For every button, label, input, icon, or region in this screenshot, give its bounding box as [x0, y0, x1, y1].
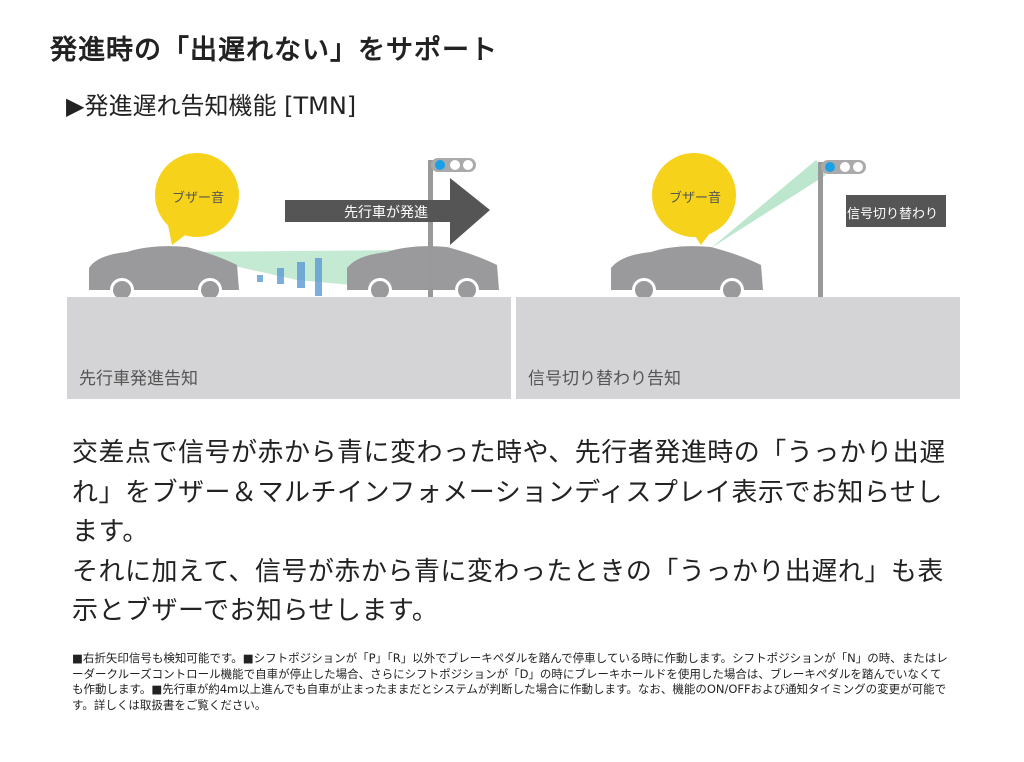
- sign-label: 先行車が発進: [344, 205, 428, 221]
- signal-pole: [818, 162, 823, 297]
- leading-car-icon: [347, 246, 499, 300]
- description-paragraph: それに加えて、信号が赤から青に変わったときの「うっかり出遅れ」も表示とブザーでお…: [72, 556, 944, 627]
- camera-beam: [711, 160, 826, 248]
- sign-label: 信号切り替わり: [847, 207, 939, 222]
- own-car-icon: [89, 246, 239, 300]
- leading-car-illustration: [89, 153, 499, 300]
- sign-box: [846, 195, 946, 227]
- buzzer-label: ブザー音: [669, 191, 722, 206]
- radar-waves: [257, 258, 322, 296]
- buzzer-bubble: [652, 153, 736, 237]
- sign-arrow-body: [285, 200, 450, 222]
- signal-change-illustration: [611, 153, 946, 300]
- page-title: 発進時の「出遅れない」をサポート: [50, 35, 498, 66]
- description: 交差点で信号が赤から青に変わった時や、先行者発進時の「うっかり出遅れ」をブザー＆…: [72, 434, 952, 632]
- buzzer-bubble: [155, 153, 239, 237]
- ground: 信号切り替わり告知: [516, 297, 960, 399]
- panel-signal-change: ブザー音 信号切り替わり 信号切り替わり告知: [516, 150, 960, 399]
- panel-label: 先行車発進告知: [79, 369, 198, 389]
- signal-pole: [428, 160, 433, 297]
- ground: 先行車発進告知: [67, 297, 511, 399]
- footnote: ■右折矢印信号も検知可能です。■シフトポジションが「P」「R」以外でブレーキペダ…: [72, 651, 948, 712]
- buzzer-label: ブザー音: [172, 191, 225, 206]
- panel-leading-car: ブザー音 先行車が発進 先行車発進告知: [67, 150, 511, 399]
- section-subtitle: ▶発進遅れ告知機能 [TMN]: [66, 92, 357, 120]
- panel-label: 信号切り替わり告知: [528, 369, 681, 389]
- own-car-icon: [611, 246, 763, 300]
- arrow-icon: [450, 178, 490, 245]
- description-paragraph: 交差点で信号が赤から青に変わった時や、先行者発進時の「うっかり出遅れ」をブザー＆…: [72, 438, 946, 547]
